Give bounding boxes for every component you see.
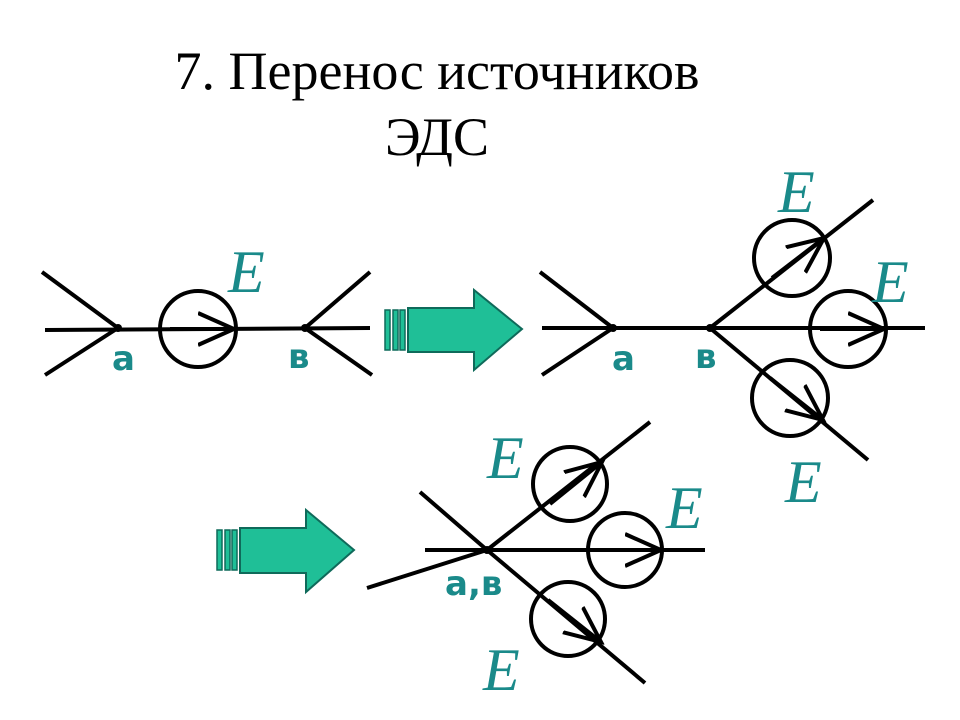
wire-upper-left: [418, 490, 489, 552]
emf-label-upper: E: [777, 159, 815, 225]
diagram-merged-node: E E E а,в: [366, 420, 705, 703]
title-line-1: 7. Перенос источников: [174, 41, 700, 101]
transform-arrow-2: [216, 507, 356, 595]
emf-arrow-lower: [768, 376, 823, 420]
wire-b-lower: [303, 326, 374, 377]
node-a-dot: [609, 324, 617, 332]
node-a-label: а: [112, 339, 135, 379]
node-b-dot: [301, 324, 309, 332]
slide-title: 7. Перенос источников ЭДС: [0, 38, 874, 170]
emf-label-lower: E: [482, 637, 520, 703]
node-a-label: а: [612, 339, 635, 379]
node-b-label: в: [288, 337, 310, 377]
emf-label: E: [227, 239, 265, 305]
wire-a-upper: [538, 270, 615, 330]
emf-label-middle: E: [665, 475, 703, 541]
merged-node-dot: [483, 546, 491, 554]
emf-arrow-upper: [548, 462, 602, 506]
node-ab-label: а,в: [445, 564, 502, 604]
node-b-label: в: [695, 337, 717, 377]
emf-label-middle: E: [871, 249, 909, 315]
emf-source-circle-upper: [752, 218, 832, 298]
node-b-dot: [706, 324, 714, 332]
emf-label-lower: E: [784, 449, 822, 515]
wire-a-upper: [40, 270, 120, 330]
diagram-original: E а в: [40, 239, 374, 379]
wire-lower-left: [366, 548, 488, 590]
wire-a-lower: [43, 326, 120, 377]
emf-arrow-upper: [770, 238, 824, 280]
emf-arrow-lower: [546, 598, 601, 642]
emf-source-circle-lower: [750, 358, 830, 438]
diagram-moved-through-node: E E E а в: [538, 159, 925, 515]
wire-a-lower: [540, 326, 615, 377]
transform-arrow-1: [384, 287, 524, 373]
emf-source-circle-lower: [529, 580, 607, 658]
wire-b-upper: [303, 270, 372, 330]
emf-source-circle-upper: [531, 445, 609, 523]
node-a-dot: [114, 324, 122, 332]
emf-label-upper: E: [486, 425, 524, 491]
title-line-2: ЭДС: [385, 107, 489, 167]
